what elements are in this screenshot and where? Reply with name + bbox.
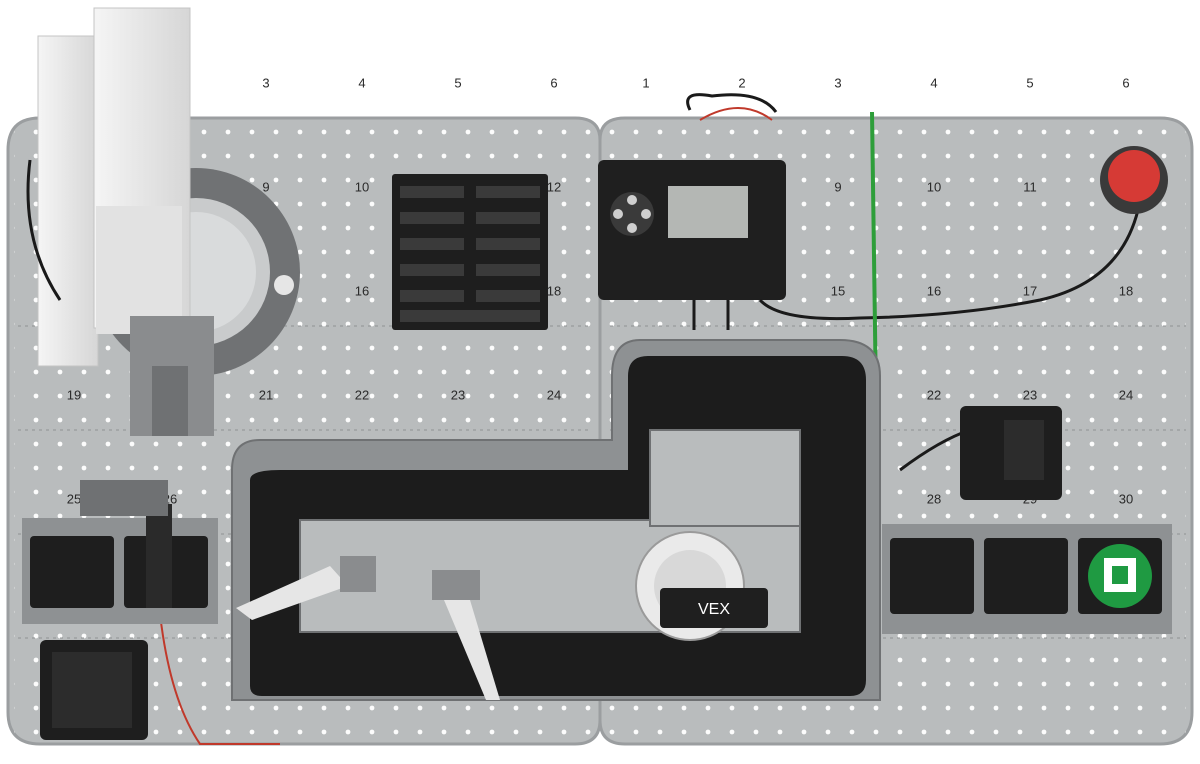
linear-gripper[interactable] [236,556,500,700]
axis-marker-icon [274,275,294,295]
emergency-stop-button[interactable] [1100,146,1168,214]
grid-label: 25 [67,491,81,506]
grid-label: 18 [547,283,561,298]
pallet[interactable] [392,174,548,330]
robotic-arm[interactable] [26,7,214,436]
grid-label: 9 [262,179,269,194]
grid-label: 6 [1122,75,1129,90]
grid-label: 28 [927,491,941,506]
right-motor [960,406,1062,500]
grid-label: 19 [67,387,81,402]
grid-label: 9 [834,179,841,194]
grid-label: 16 [927,283,941,298]
vex-badge: VEX [660,588,768,628]
grid-label: 24 [1119,387,1133,402]
grid-label: 5 [454,75,461,90]
grid-label: 12 [547,179,561,194]
grid-label: 22 [355,387,369,402]
grid-label: 21 [259,387,273,402]
brain-screen [668,186,748,238]
grid-label: 1 [642,75,649,90]
brain-dpad-icon [610,192,654,236]
grid-label: 30 [1119,491,1133,506]
grid-label: 4 [358,75,365,90]
grid-label: 3 [262,75,269,90]
grid-label: 10 [927,179,941,194]
grid-label: 22 [927,387,941,402]
grid-label: 6 [550,75,557,90]
left-motor [40,640,148,740]
vex-badge-label: VEX [698,601,730,618]
grid-label: 5 [1026,75,1033,90]
left-conveyor[interactable] [22,480,218,624]
grid-label: 23 [1023,387,1037,402]
conveyor-sensor [146,504,172,608]
grid-label: 2 [738,75,745,90]
grid-label: 24 [547,387,561,402]
grid-label: 11 [1023,179,1037,194]
grid-label: 17 [1023,283,1037,298]
grid-label: 4 [930,75,937,90]
grid-label: 3 [834,75,841,90]
grid-label: 16 [355,283,369,298]
start-button[interactable] [1088,544,1152,608]
grid-label: 23 [451,387,465,402]
vex-brain[interactable] [598,93,786,300]
grid-label: 10 [355,179,369,194]
grid-label: 18 [1119,283,1133,298]
grid-label: 15 [831,283,845,298]
